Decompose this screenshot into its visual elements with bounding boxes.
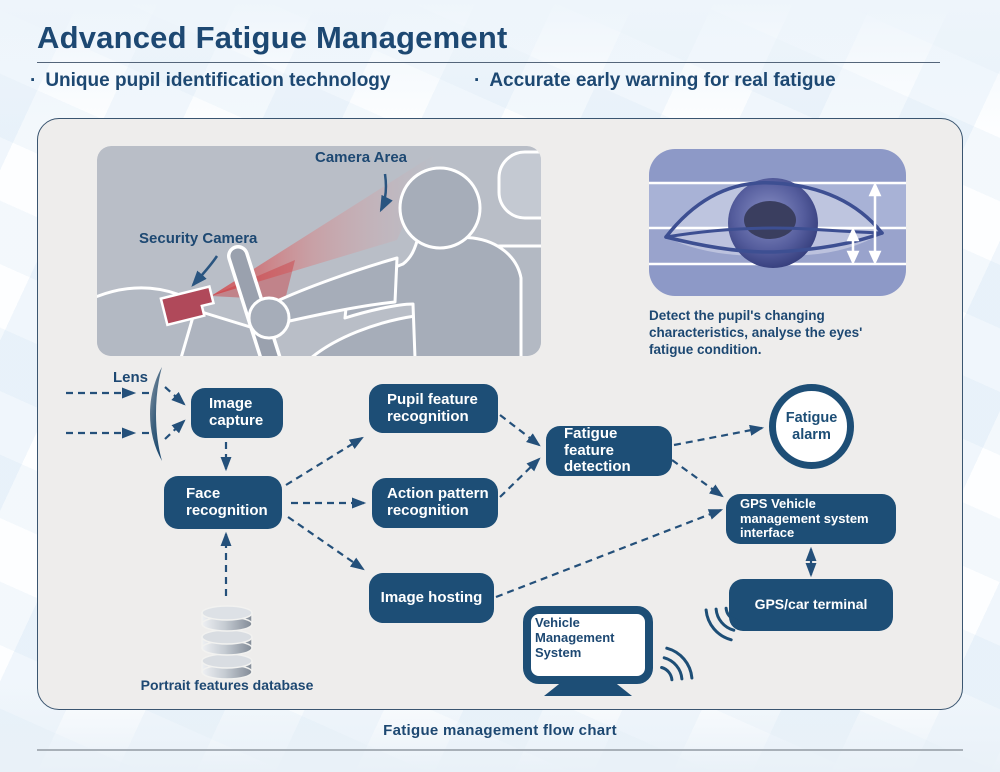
arrow-fatigue-to-alarm [673,424,765,447]
arrow-face-to-pupil [285,436,364,486]
eye-caption: Detect the pupil's changing characterist… [649,308,863,357]
bullet-dot: · [474,70,481,91]
node-label: Action pattern recognition [387,485,489,519]
driver-hand [247,296,291,340]
node-gps-car-terminal: GPS/car terminal [729,579,893,631]
database-icon [201,605,253,680]
pupil-measure-arrows [846,181,882,266]
signal-waves-icon [704,606,738,642]
node-label: Fatigue feature detection [564,424,631,476]
camera-area-label: Camera Area [315,149,407,166]
node-action-pattern-recognition: Action pattern recognition [372,478,498,528]
arrow-action-to-fatigue [499,457,541,498]
node-gps-interface: GPS Vehicle management system interface [726,494,896,544]
eye-illustration-art [649,149,906,296]
upper-eyelid [664,181,884,239]
lid-crease [664,226,884,239]
diagram-panel: Camera Area Security Camera [37,118,963,710]
node-label: Image capture [209,395,264,429]
node-image-hosting: Image hosting [369,573,494,623]
pupil [744,201,796,239]
footer-caption: Fatigue management flow chart [383,722,617,739]
driver-illustration-art [97,146,541,356]
bullet-text: Accurate early warning for real fatigue [489,70,836,91]
node-fatigue-alarm: Fatigue alarm [769,384,854,469]
database-label: Portrait features database [140,677,314,693]
node-label: Pupil feature recognition [387,390,478,425]
node-face-recognition: Face recognition [164,476,282,529]
vms-monitor-stand [544,682,632,696]
signal-waves-icon [660,646,694,682]
console-shape [179,308,276,356]
security-camera-icon [159,285,216,327]
bullet-dot: · [30,70,37,91]
node-vehicle-management-system: Vehicle Management System [535,615,615,660]
node-label: Face recognition [186,484,268,519]
eye-illustration [649,149,906,296]
camera-beam [211,154,435,296]
node-pupil-feature-recognition: Pupil feature recognition [369,384,498,433]
node-label: GPS Vehicle management system interface [740,496,869,541]
arrow-face-to-hosting [287,516,365,571]
node-label: Image hosting [380,588,483,606]
vms-monitor-icon [523,606,653,684]
camera-area-arrow [379,173,393,213]
security-camera-label: Security Camera [139,230,258,247]
bullet-text: Unique pupil identification technology [45,70,391,91]
bullet-pupil-tech: · Unique pupil identification technology [30,70,390,92]
page-title: Advanced Fatigue Management [37,20,508,55]
arrow-hosting-to-gps [495,508,724,599]
arrow-lens-to-capture-1 [164,386,186,406]
node-fatigue-feature-detection: Fatigue feature detection [546,424,672,476]
arrow-pupil-to-fatigue [499,414,541,447]
arrow-lens-to-capture-2 [164,419,186,440]
driver-silhouette [265,166,523,356]
lens-icon [150,367,162,461]
lens-label: Lens [113,369,149,386]
bullet-early-warning: · Accurate early warning for real fatigue [474,70,836,92]
node-image-capture: Image capture [191,388,283,438]
headrest-shape [497,150,541,220]
title-divider [37,62,940,63]
security-camera-arrow [191,255,219,287]
driver-illustration: Camera Area Security Camera [97,146,541,356]
arrow-fatigue-to-gps [671,459,724,498]
node-label: GPS/car terminal [754,596,868,613]
footer-divider [37,749,963,751]
node-label: Fatigue alarm [785,409,838,443]
